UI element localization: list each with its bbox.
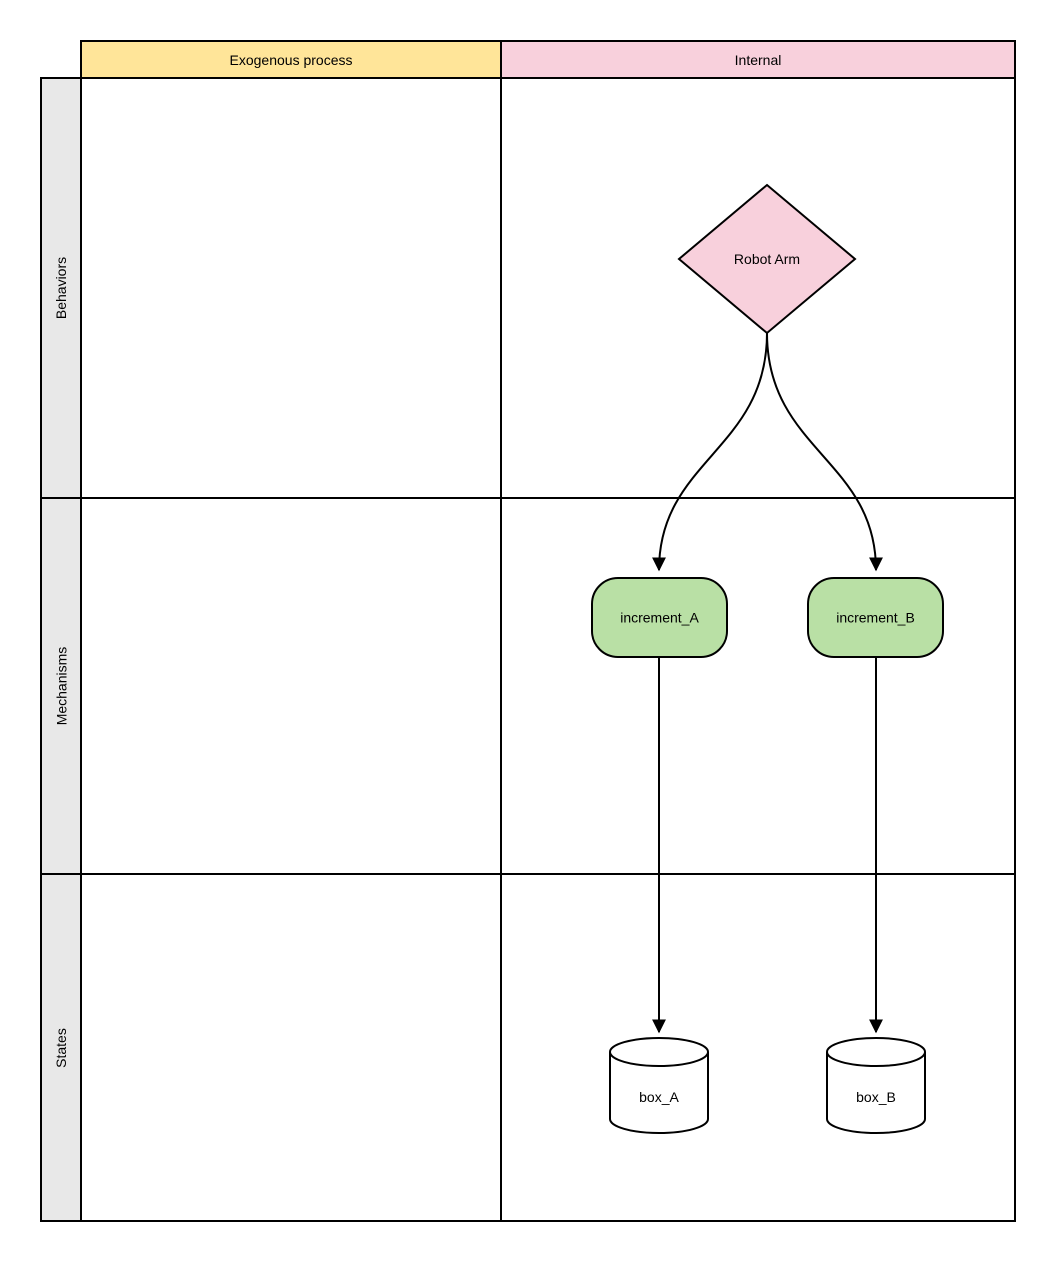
- cell-states-exogenous: [80, 873, 502, 1222]
- row-label-mechanisms: Mechanisms: [40, 497, 82, 875]
- row-label-mechanisms-text: Mechanisms: [53, 646, 69, 726]
- column-header-exogenous-process: Exogenous process: [80, 40, 502, 79]
- row-label-states: States: [40, 873, 82, 1222]
- cell-states-internal: [500, 873, 1016, 1222]
- cell-mechanisms-exogenous: [80, 497, 502, 875]
- row-label-behaviors: Behaviors: [40, 77, 82, 499]
- cell-behaviors-internal: [500, 77, 1016, 499]
- cell-behaviors-exogenous: [80, 77, 502, 499]
- row-label-behaviors-text: Behaviors: [53, 256, 70, 320]
- row-label-states-text: States: [53, 1027, 70, 1068]
- cell-mechanisms-internal: [500, 497, 1016, 875]
- column-header-internal-label: Internal: [734, 51, 782, 68]
- column-header-exogenous-process-label: Exogenous process: [229, 51, 353, 68]
- column-header-internal: Internal: [500, 40, 1016, 79]
